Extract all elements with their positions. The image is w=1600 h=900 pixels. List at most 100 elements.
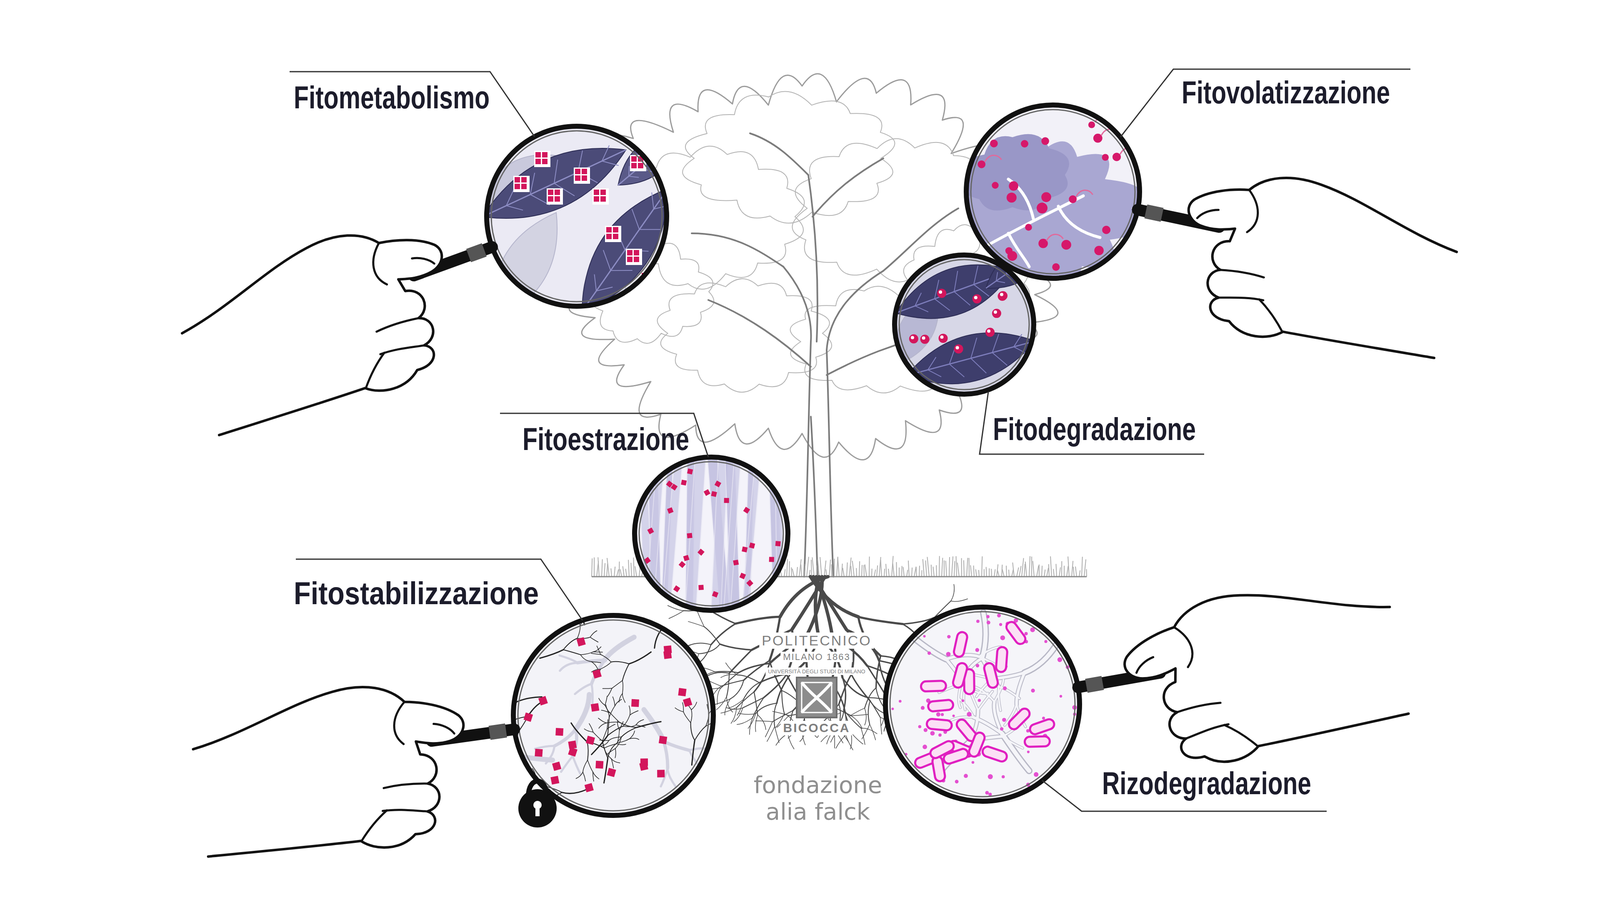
contaminant-square [592,669,602,679]
microbe-dot [927,651,931,655]
grass-blade [1031,556,1033,577]
lens-content [471,118,693,349]
contaminant-frame [534,150,551,168]
watermark-text: BICOCCA [783,720,851,736]
contaminant-square [612,233,619,240]
root-hair [605,705,611,714]
contaminant-square [749,542,756,549]
root-line [739,713,756,715]
contaminant-square [648,272,654,279]
tree [550,73,1058,460]
root-line [780,576,828,617]
grass-blade [978,570,980,577]
root-shadow [559,655,578,663]
root-hair [592,732,603,742]
contaminant-frame [592,188,609,205]
root-line [861,728,865,745]
microbe-dot [975,647,980,652]
lens-content [881,233,1056,398]
root-hair [612,680,623,689]
root-hair [584,728,593,733]
grass-blade [1021,557,1024,577]
leaf-vein [1011,334,1028,357]
grass-blade [871,568,873,577]
root-hair [481,710,490,715]
leaf-vein [1033,243,1046,258]
contaminant-square [631,699,640,708]
root-hair [491,709,499,716]
contaminant-square [698,585,704,591]
root-line [697,611,705,627]
root-inner [977,691,993,710]
root-hair [582,772,586,782]
hand-detail [357,810,391,841]
grass-blade [925,560,927,577]
root-line [864,708,867,725]
root-hair [593,646,602,652]
root-hair [598,722,607,729]
microbe-dot [966,712,972,717]
hand-detail [366,242,394,287]
degraded-dot [920,334,930,344]
degraded-dot [954,344,964,354]
root-line [851,732,864,745]
root-hair [617,730,620,743]
grass-blade [903,567,905,577]
hand-detail [382,805,428,818]
leaf-vein [1020,247,1038,268]
leaf-vein [1058,206,1100,238]
bacterium [927,699,954,712]
bacterium [967,731,986,759]
bacterium [1004,620,1028,646]
grass-blade [1055,563,1057,577]
root-hair [542,585,551,589]
root-hair [679,603,687,615]
root-hair [629,705,630,715]
root-line [743,682,760,700]
grass-blade [1048,564,1050,577]
root-hair [602,740,608,758]
microbe-dot [963,773,968,778]
contaminant-square [724,497,730,503]
grass-blade [981,556,983,577]
grass-blade [850,565,852,577]
leaf-vein [979,195,1084,250]
grass-blade [1029,556,1030,577]
contaminant-square [746,579,754,587]
root-hair [664,607,666,626]
leaf [561,174,689,326]
root-hair [591,653,601,655]
contaminant-square [535,158,541,165]
root-hair [593,651,603,653]
root-hair [562,789,588,794]
root-hair [581,570,584,584]
padlock-icon [518,781,557,828]
root-hair [717,720,727,722]
magnifier-collar [1086,682,1103,686]
microbe-dot [898,700,902,703]
microbe-dot [1002,717,1007,723]
grass-blade [973,565,975,577]
root-hair [635,719,644,725]
hand [1115,568,1412,777]
bacterium [1006,706,1032,732]
watermark-text: UNIVERSITÀ DEGLI STUDI DI MILANO [767,668,865,675]
grass-blade [885,563,887,577]
root-hair [599,740,609,741]
root-hair [478,693,488,698]
grass-blade [1071,560,1073,577]
root-line [726,673,730,697]
volatile-tail [985,155,1002,163]
grass-blade [625,568,628,577]
contaminant-square [581,168,588,175]
root-hair [692,612,702,615]
grass-blade [1008,569,1010,577]
grass-blade [796,567,798,577]
tree-branch [810,416,818,575]
hand-detail [1220,267,1265,280]
volatile-dot [1088,121,1095,128]
root-line [842,677,846,710]
root-line [716,696,727,710]
grass-blade [855,567,858,577]
grass-blade [935,565,938,578]
